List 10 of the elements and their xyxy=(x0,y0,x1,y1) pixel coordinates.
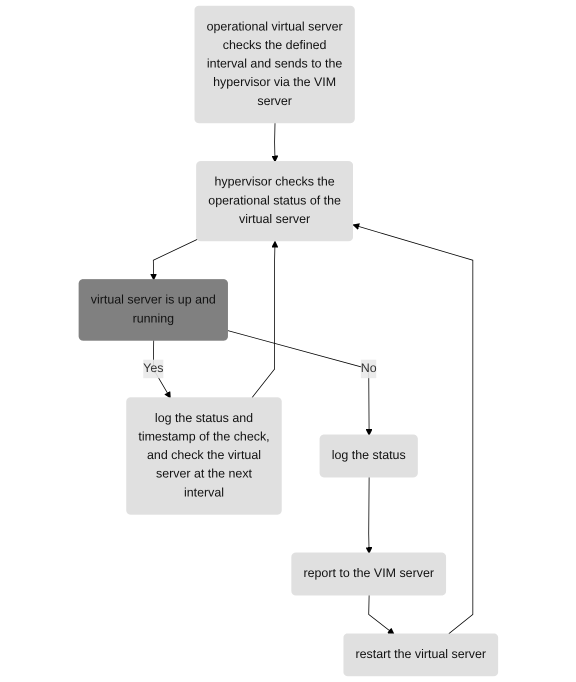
edge-label: No xyxy=(360,362,376,376)
arrow xyxy=(227,330,372,436)
arrow xyxy=(365,476,372,554)
arrow xyxy=(352,223,473,635)
edge-label: Yes xyxy=(142,362,164,376)
arrow xyxy=(250,240,278,398)
arrow xyxy=(152,340,170,398)
arrow xyxy=(150,238,198,280)
arrow xyxy=(271,122,278,162)
arrow xyxy=(368,595,394,635)
